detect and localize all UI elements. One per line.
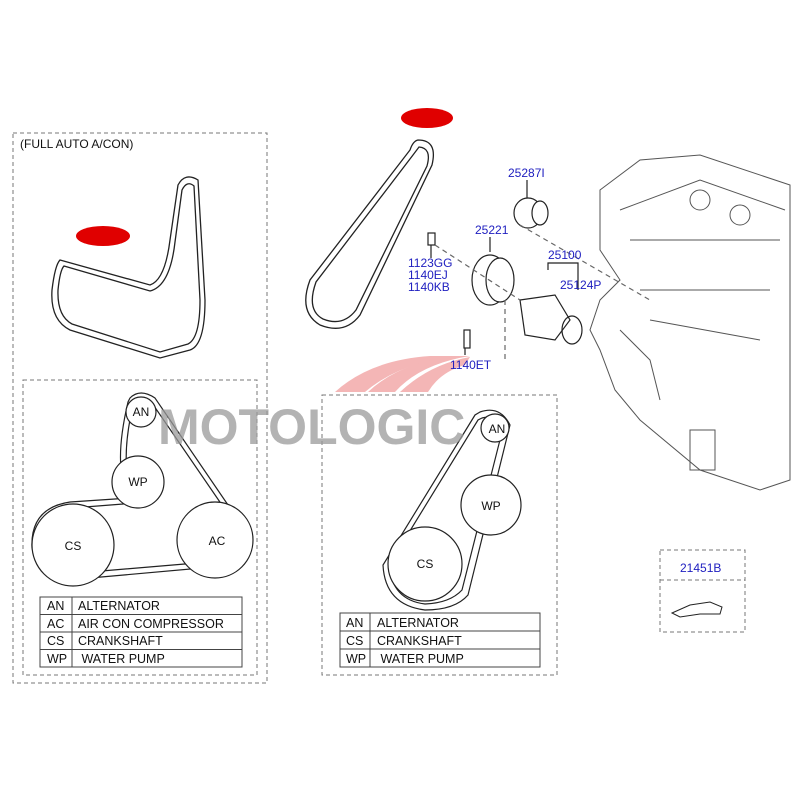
legend-name: CRANKSHAFT — [377, 634, 462, 648]
legend-name: AIR CON COMPRESSOR — [78, 617, 224, 631]
legend-code: AC — [47, 617, 64, 631]
part-label-1140ej[interactable]: 1140EJ — [408, 268, 448, 282]
belt-routing-left — [31, 392, 254, 587]
legend-code: CS — [346, 634, 363, 648]
pulley-label-an: AN — [489, 422, 506, 436]
pulley-label-an: AN — [133, 405, 150, 419]
drive-belt-ac — [51, 176, 206, 359]
part-label-21451b[interactable]: 21451B — [680, 561, 721, 575]
drive-belt — [305, 139, 435, 329]
legend-code: CS — [47, 634, 64, 648]
part-label-25287i[interactable]: 25287I — [508, 166, 545, 180]
legend-code: WP — [346, 652, 366, 666]
legend-name: WATER PUMP — [78, 652, 165, 666]
belt-routing-frame-left — [22, 379, 258, 676]
engine-block — [589, 154, 791, 491]
legend-name: ALTERNATOR — [377, 616, 459, 630]
belt-routing-frame-right — [321, 394, 558, 676]
parts-drawings — [427, 180, 651, 360]
part-label-25124p[interactable]: 25124P — [560, 278, 601, 292]
pulley-label-cs: CS — [65, 539, 82, 553]
belt-routing-right — [382, 409, 522, 611]
variant-frame — [12, 132, 268, 684]
legend-rows-right: AN ALTERNATOR CS CRANKSHAFT WP WATER PUMP — [346, 616, 464, 666]
legend-code: WP — [47, 652, 67, 666]
pulley-label-wp: WP — [481, 499, 500, 513]
part-label-1140kb[interactable]: 1140KB — [408, 280, 450, 294]
legend-code: AN — [346, 616, 363, 630]
sealant-box — [659, 549, 746, 633]
marker-dot — [76, 226, 130, 246]
legend-table-left — [39, 596, 243, 668]
legend-name: WATER PUMP — [377, 652, 464, 666]
part-label-1140et[interactable]: 1140ET — [450, 358, 492, 372]
variant-label: (FULL AUTO A/CON) — [20, 137, 133, 151]
legend-code: AN — [47, 599, 64, 613]
watermark-logo — [335, 356, 470, 392]
legend-table-right — [339, 612, 541, 668]
legend-rows-left: AN ALTERNATOR AC AIR CON COMPRESSOR CS CRAN… — [47, 599, 224, 666]
legend-name: CRANKSHAFT — [78, 634, 163, 648]
legend-name: ALTERNATOR — [78, 599, 160, 613]
pulley-label-cs: CS — [417, 557, 434, 571]
part-label-25100[interactable]: 25100 — [548, 248, 582, 262]
marker-dot — [401, 108, 453, 128]
watermark-text: MOTOLOGIC — [158, 399, 465, 455]
pulley-label-wp: WP — [128, 475, 147, 489]
part-label-25221[interactable]: 25221 — [475, 223, 509, 237]
part-label-1123gg[interactable]: 1123GG — [408, 256, 452, 270]
pulley-label-ac: AC — [209, 534, 226, 548]
sealant-tube-icon — [670, 601, 723, 618]
